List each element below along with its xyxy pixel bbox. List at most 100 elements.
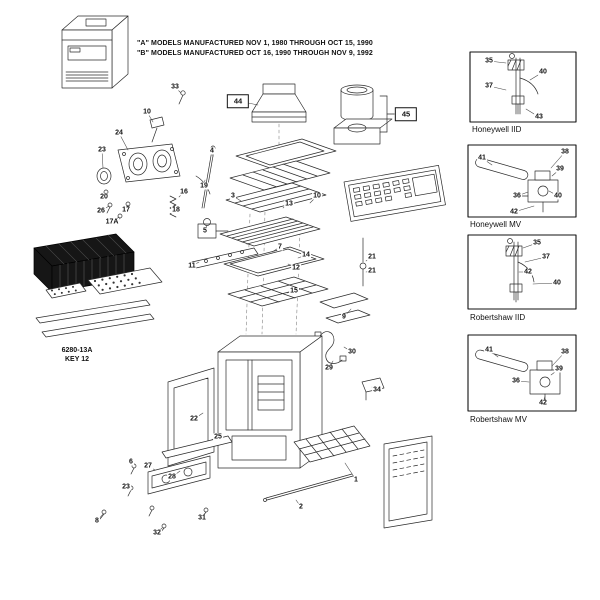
part-callout-31: 31 [197, 514, 207, 522]
tile-part-number-text: 6280-13A [61, 347, 93, 354]
burner-tube-tray [219, 216, 321, 247]
part-callout-10: 10 [312, 192, 322, 200]
burner-rack [293, 425, 371, 463]
side-baffle-panels [319, 292, 371, 324]
part-callout-23: 23 [121, 483, 131, 491]
part-callout-28: 28 [167, 473, 177, 481]
detail-caption-robertshaw-mv: Robertshaw MV [470, 415, 527, 424]
bottom-shelf-pan [223, 246, 325, 277]
bracket-45 [379, 95, 395, 133]
part-callout-40: 40 [553, 192, 563, 200]
note-a-models: "A" MODELS MANUFACTURED NOV 1, 1980 THRO… [137, 40, 373, 47]
heat-exchanger-panel [229, 160, 331, 191]
cabinet-body [217, 335, 323, 469]
part-callout-1: 1 [353, 476, 359, 484]
part-callout-35: 35 [532, 239, 542, 247]
burner-rod [263, 473, 354, 502]
capillary-bulb [359, 237, 367, 287]
part-callout-38: 38 [560, 148, 570, 156]
tile-key-label: 6280-13A KEY 12 [42, 346, 112, 365]
header-casting [117, 143, 181, 183]
anode-rod [201, 145, 216, 209]
part-callout-44: 44 [226, 94, 250, 108]
part-callout-27: 27 [143, 462, 153, 470]
part-callout-17A: 17A [104, 218, 120, 226]
vent-cap [340, 84, 374, 122]
part-callout-32: 32 [152, 529, 162, 537]
flue-collector-lid [235, 138, 337, 169]
mounting-bracket [361, 377, 385, 401]
part-callout-36: 36 [512, 192, 522, 200]
shelf-bar [161, 435, 233, 459]
part-callout-25: 25 [213, 433, 223, 441]
honeywell-mv-detail [467, 144, 577, 218]
small-perforated-plate [45, 282, 87, 299]
grid-pan [227, 276, 329, 307]
refractory-tile [33, 233, 135, 293]
part-callout-43: 43 [534, 113, 544, 121]
detail-caption-honeywell-iid: Honeywell IID [472, 125, 522, 134]
detail-caption-honeywell-mv: Honeywell MV [470, 220, 522, 229]
part-callout-3: 3 [230, 192, 236, 200]
tile-key-text: KEY 12 [65, 356, 89, 364]
part-callout-26: 26 [96, 207, 106, 215]
part-callout-11: 11 [187, 262, 197, 270]
part-callout-21: 21 [367, 253, 377, 261]
honeywell-iid-detail [469, 51, 577, 123]
part-callout-35: 35 [484, 57, 494, 65]
part-callout-40: 40 [538, 68, 548, 76]
part-callout-2: 2 [298, 503, 304, 511]
robertshaw-iid-detail [467, 234, 577, 310]
part-callout-42: 42 [538, 399, 548, 407]
part-callout-41: 41 [477, 154, 487, 162]
part-callout-37: 37 [484, 82, 494, 90]
part-callout-36: 36 [511, 377, 521, 385]
part-callout-23: 23 [97, 146, 107, 154]
part-callout-6: 6 [128, 458, 134, 466]
part-callout-18: 18 [171, 206, 181, 214]
tube-baffle-row [225, 182, 327, 213]
trim-strips [35, 299, 155, 338]
part-callout-34: 34 [372, 386, 382, 394]
part-callout-37: 37 [541, 253, 551, 261]
draft-hood [251, 83, 307, 123]
part-callout-24: 24 [114, 129, 124, 137]
note-b-models: "B" MODELS MANUFACTURED OCT 16, 1990 THR… [137, 50, 373, 57]
flange-gasket [96, 167, 112, 185]
perforated-plate [87, 267, 163, 295]
bracket-10-left [149, 116, 165, 143]
part-callout-30: 30 [347, 348, 357, 356]
part-callout-39: 39 [555, 165, 565, 173]
front-panel-strip [147, 455, 211, 495]
vent-base-plate [333, 118, 393, 145]
part-callout-8: 8 [94, 517, 100, 525]
part-callout-42: 42 [523, 268, 533, 276]
part-callout-4: 4 [209, 147, 215, 155]
part-callout-10: 10 [142, 108, 152, 116]
part-callout-45: 45 [394, 107, 418, 121]
robertshaw-mv-detail [467, 334, 577, 412]
part-callout-12: 12 [291, 264, 301, 272]
detail-caption-robertshaw-iid: Robertshaw IID [470, 313, 526, 322]
part-callout-19: 19 [199, 182, 209, 190]
heater-unit-thumbnail [61, 15, 129, 89]
part-callout-15: 15 [289, 287, 299, 295]
part-callout-21: 21 [367, 267, 377, 275]
part-callout-14: 14 [301, 251, 311, 259]
part-callout-17: 17 [121, 206, 131, 214]
part-callout-7: 7 [277, 243, 283, 251]
part-callout-5: 5 [202, 227, 208, 235]
part-callout-38: 38 [560, 348, 570, 356]
part-callout-42: 42 [509, 208, 519, 216]
part-callout-41: 41 [484, 346, 494, 354]
part-callout-29: 29 [324, 364, 334, 372]
part-callout-33: 33 [170, 83, 180, 91]
part-callout-9: 9 [341, 313, 347, 321]
louvered-door [383, 435, 433, 529]
screw-33 [178, 90, 186, 105]
part-callout-16: 16 [179, 188, 189, 196]
part-callout-22: 22 [189, 415, 199, 423]
part-callout-20: 20 [99, 193, 109, 201]
